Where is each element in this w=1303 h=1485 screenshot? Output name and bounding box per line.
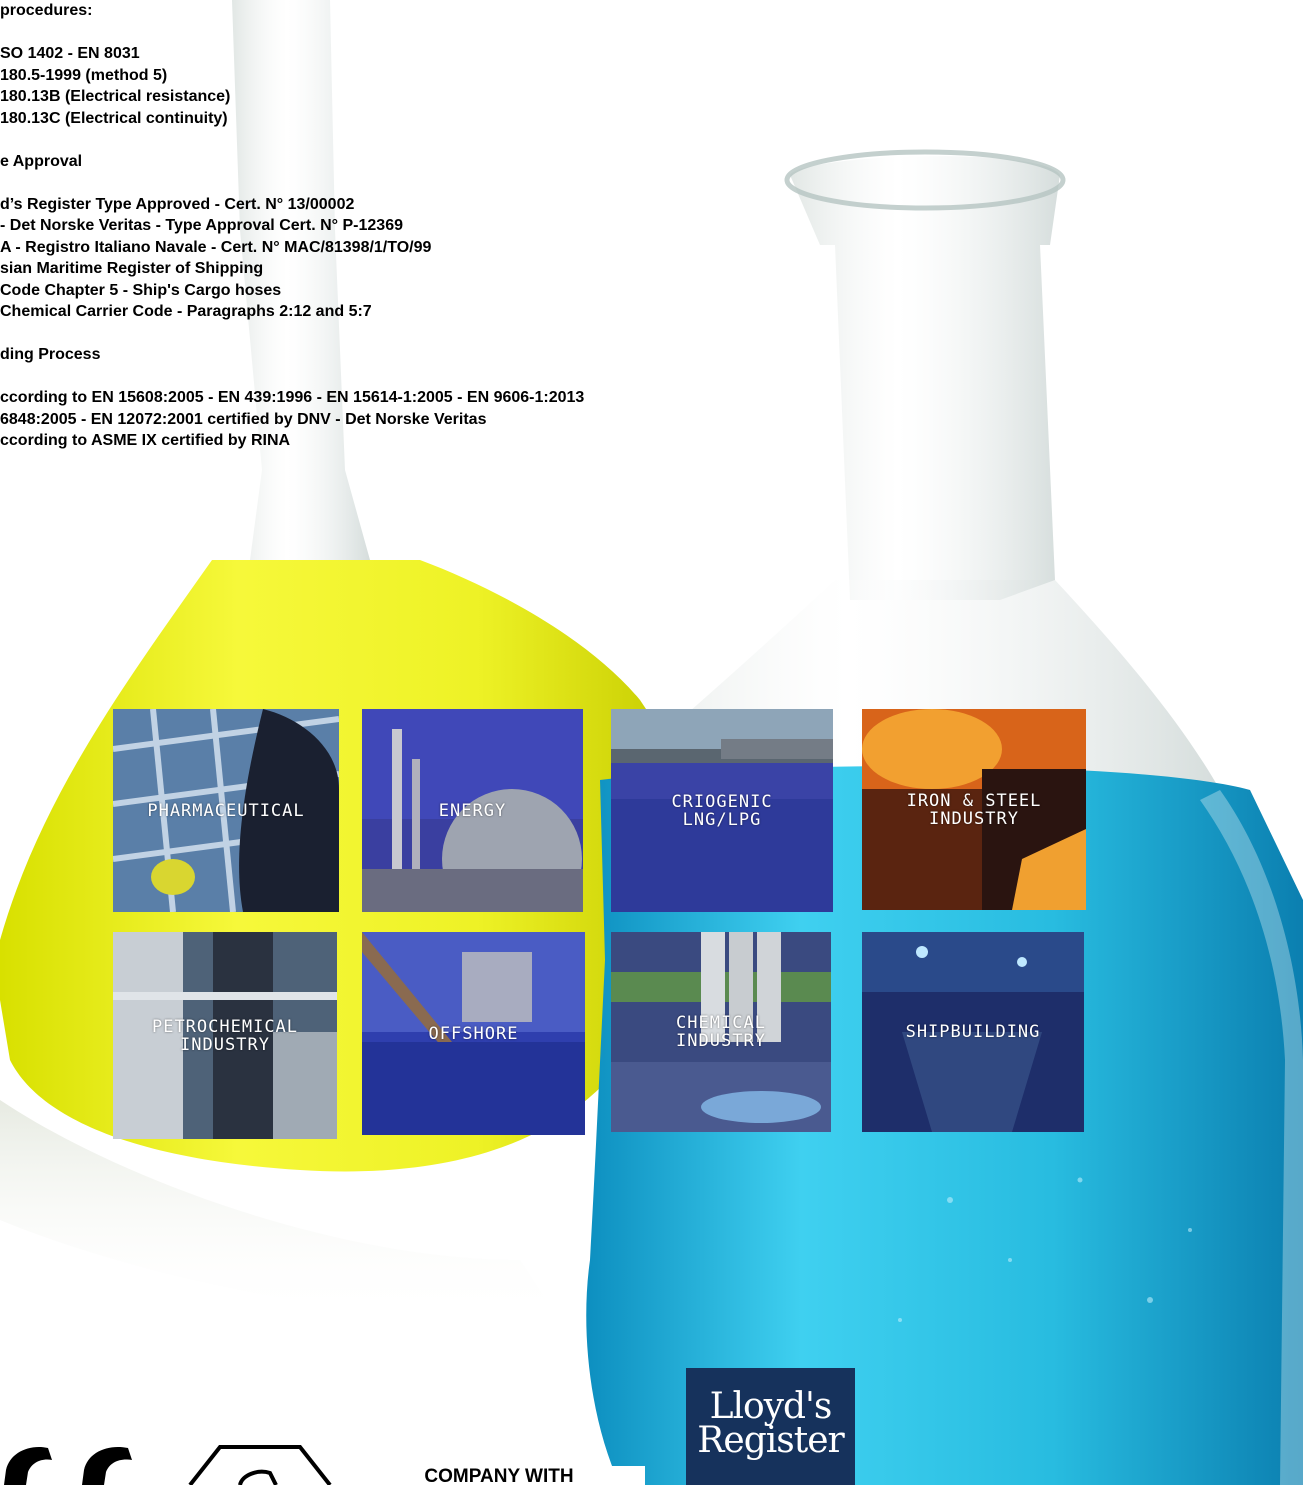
text-line: 180.13C (Electrical continuity) [0, 109, 228, 127]
text-line: ccording to EN 15608:2005 - EN 439:1996 … [0, 389, 585, 406]
certification-text: procedures: SO 1402 - EN 8031 180.5-1999… [0, 0, 820, 452]
text-line: ccording to ASME IX certified by RINA [0, 432, 291, 449]
text-line: A - Registro Italiano Navale - Cert. N° … [0, 238, 432, 256]
section-heading: ding Process [0, 346, 101, 363]
text-line: SO 1402 - EN 8031 [0, 45, 140, 62]
tile-label: IRON & STEEL INDUSTRY [906, 790, 1042, 829]
company-certification-label: COMPANY WITH [353, 1466, 645, 1485]
ce-mark-logo [4, 1446, 132, 1485]
company-label-text: COMPANY WITH [424, 1466, 574, 1485]
text-line: 6848:2005 - EN 12072:2001 certified by D… [0, 410, 487, 428]
tile-label: PHARMACEUTICAL [147, 800, 305, 821]
tile-petrochemical: PETROCHEMICAL INDUSTRY [113, 932, 337, 1139]
lloyds-register-text: Lloyd's Register [697, 1386, 844, 1461]
tile-energy: ENERGY [362, 709, 583, 912]
text-line: - Det Norske Veritas - Type Approval Cer… [0, 217, 403, 234]
tile-criogenic: CRIOGENIC LNG/LPG [611, 709, 833, 912]
tile-iron-steel: IRON & STEEL INDUSTRY [862, 709, 1086, 910]
tile-chemical: CHEMICAL INDUSTRY [611, 932, 831, 1132]
tile-label: ENERGY [438, 800, 507, 821]
text-line: 180.5-1999 (method 5) [0, 66, 168, 84]
text-line: procedures: [0, 2, 93, 19]
text-line: sian Maritime Register of Shipping [0, 260, 264, 277]
tile-label: SHIPBUILDING [905, 1022, 1041, 1042]
tile-label: CHEMICAL INDUSTRY [676, 1013, 766, 1051]
tile-label: PETROCHEMICAL INDUSTRY [151, 1016, 299, 1055]
text-line: Chemical Carrier Code - Paragraphs 2:12 … [0, 303, 372, 320]
tile-label: CRIOGENIC LNG/LPG [671, 791, 773, 830]
tile-offshore: OFFSHORE [362, 932, 585, 1135]
tile-label: OFFSHORE [428, 1023, 519, 1044]
text-line: 180.13B (Electrical resistance) [0, 88, 231, 105]
text-line: Code Chapter 5 - Ship's Cargo hoses [0, 281, 282, 299]
atex-mark-logo [188, 1445, 332, 1485]
section-heading: e Approval [0, 152, 83, 170]
tile-pharmaceutical: PHARMACEUTICAL [113, 709, 339, 912]
text-line: d’s Register Type Approved - Cert. N° 13… [0, 195, 355, 213]
tile-shipbuilding: SHIPBUILDING [862, 932, 1084, 1132]
lloyds-register-logo: Lloyd's Register [686, 1368, 855, 1485]
